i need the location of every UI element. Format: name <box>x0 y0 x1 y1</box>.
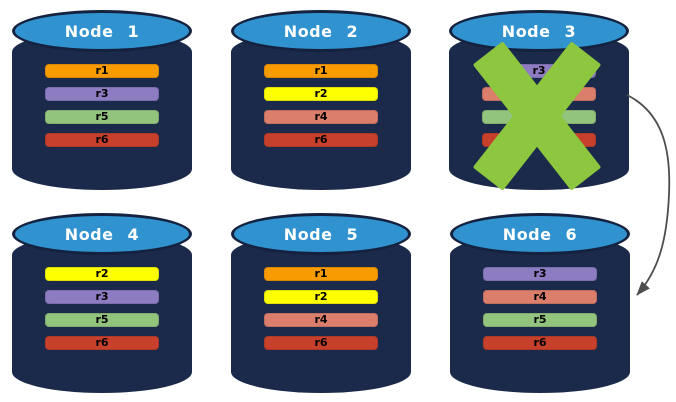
node-6-replica-list: r3 r4 r5 r6 <box>483 267 597 350</box>
replica-bar-r6: r6 <box>264 336 378 350</box>
replica-bar-r6: r6 <box>45 336 159 350</box>
node-4-title: Node 4 <box>64 224 140 244</box>
node-2-title: Node 2 <box>283 21 359 41</box>
node-6-cylinder-top: Node 6 <box>450 213 630 255</box>
node-2-cylinder-top: Node 2 <box>231 10 411 52</box>
node-5: Node 5 r1 r2 r4 r6 <box>231 213 411 393</box>
replica-bar-r2: r2 <box>45 267 159 281</box>
replica-bar-r6: r6 <box>483 336 597 350</box>
replica-bar-r3: r3 <box>45 87 159 101</box>
node-6-title: Node 6 <box>502 224 578 244</box>
replica-bar-r5: r5 <box>45 110 159 124</box>
replica-bar-r3: r3 <box>483 267 597 281</box>
replica-bar-r6: r6 <box>45 133 159 147</box>
replica-bar-r2: r2 <box>264 290 378 304</box>
replica-bar-r5: r5 <box>483 313 597 327</box>
node-2: Node 2 r1 r2 r4 r6 <box>231 10 411 190</box>
node-4-replica-list: r2 r3 r5 r6 <box>45 267 159 350</box>
node-2-replica-list: r1 r2 r4 r6 <box>264 64 378 147</box>
node-3-cylinder-top: Node 3 <box>449 10 629 52</box>
node-5-replica-list: r1 r2 r4 r6 <box>264 267 378 350</box>
node-3-replica-list: r3 r4 r5 r6 <box>482 64 596 147</box>
replica-bar-r5: r5 <box>482 110 596 124</box>
node-5-cylinder-top: Node 5 <box>231 213 411 255</box>
replica-bar-r3: r3 <box>45 290 159 304</box>
node-1-cylinder-top: Node 1 <box>12 10 192 52</box>
node-1-title: Node 1 <box>64 21 140 41</box>
node-4: Node 4 r2 r3 r5 r6 <box>12 213 192 393</box>
replica-bar-r2: r2 <box>264 87 378 101</box>
replica-bar-r6: r6 <box>482 133 596 147</box>
replica-bar-r1: r1 <box>264 267 378 281</box>
replica-bar-r3: r3 <box>482 64 596 78</box>
node-1-replica-list: r1 r3 r5 r6 <box>45 64 159 147</box>
failover-arrow-path <box>626 94 671 296</box>
replica-bar-r5: r5 <box>45 313 159 327</box>
replica-bar-r1: r1 <box>45 64 159 78</box>
node-5-title: Node 5 <box>283 224 359 244</box>
replica-bar-r4: r4 <box>264 110 378 124</box>
node-1: Node 1 r1 r3 r5 r6 <box>12 10 192 190</box>
replica-bar-r4: r4 <box>264 313 378 327</box>
node-3: Node 3 r3 r4 r5 r6 <box>449 10 629 191</box>
node-3-title: Node 3 <box>501 21 577 41</box>
replica-bar-r6: r6 <box>264 133 378 147</box>
node-4-cylinder-top: Node 4 <box>12 213 192 255</box>
replica-bar-r4: r4 <box>482 87 596 101</box>
node-6: Node 6 r3 r4 r5 r6 <box>450 213 630 393</box>
replica-bar-r4: r4 <box>483 290 597 304</box>
replica-bar-r1: r1 <box>264 64 378 78</box>
